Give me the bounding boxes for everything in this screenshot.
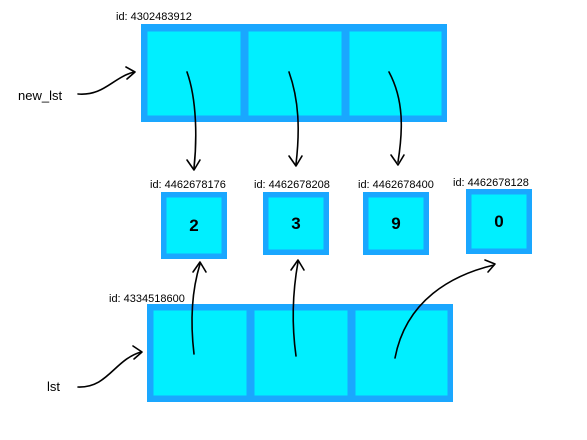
lst-pointer-1-head: [290, 259, 305, 271]
new-lst-pointer-2: [388, 71, 403, 163]
value-box-inner-3: [470, 193, 528, 250]
lst-id-label: id: 4334518600: [109, 293, 185, 305]
lst-pointer-0-head: [192, 261, 207, 273]
value-box-inner-2: [367, 196, 425, 251]
value-object-0: id: 4462678176 2: [150, 179, 227, 259]
value-object-3: id: 4462678128 0: [453, 177, 532, 254]
value-object-2: id: 4462678400 9: [358, 179, 434, 255]
new-lst-name-arrowhead: [125, 66, 136, 80]
value-box-inner-1: [267, 196, 325, 251]
value-id-label-1: id: 4462678208: [254, 179, 330, 191]
lst-pointer-0: [191, 263, 201, 355]
new-lst-object: id: 4302483912: [116, 11, 447, 122]
lst-variable-label: lst: [47, 379, 60, 394]
new-lst-variable-label: new_lst: [18, 88, 62, 103]
lst-name-arrow: [77, 351, 142, 388]
value-text-2: 9: [391, 214, 400, 233]
new-lst-pointer-1: [288, 71, 299, 165]
new-lst-pointer-0-head: [186, 159, 201, 171]
value-id-label-0: id: 4462678176: [150, 179, 226, 191]
new-lst-pointer-1-head: [288, 155, 303, 167]
lst-object: id: 4334518600: [109, 293, 453, 402]
new-lst-name-arrow: [77, 71, 135, 95]
lst-pointer-2-head: [484, 259, 496, 273]
new-lst-pointer-0: [186, 71, 197, 169]
value-id-label-2: id: 4462678400: [358, 179, 434, 191]
value-box-inner-0: [165, 196, 223, 255]
value-text-3: 0: [494, 212, 503, 231]
lst-pointer-1: [292, 261, 299, 357]
value-object-1: id: 4462678208 3: [254, 179, 330, 255]
value-text-1: 3: [291, 214, 300, 233]
value-text-0: 2: [189, 216, 198, 235]
lst-pointer-2: [394, 264, 495, 359]
new-lst-id-label: id: 4302483912: [116, 11, 192, 23]
new-lst-slot-2: [348, 30, 443, 117]
new-lst-pointer-2-head: [390, 154, 405, 166]
lst-slot-2: [354, 309, 449, 397]
lst-name-arrowhead: [132, 345, 143, 360]
lst-slot-0: [152, 309, 248, 397]
lst-slot-1: [253, 309, 349, 397]
value-id-label-3: id: 4462678128: [453, 177, 529, 189]
new-lst-slot-1: [247, 30, 343, 117]
